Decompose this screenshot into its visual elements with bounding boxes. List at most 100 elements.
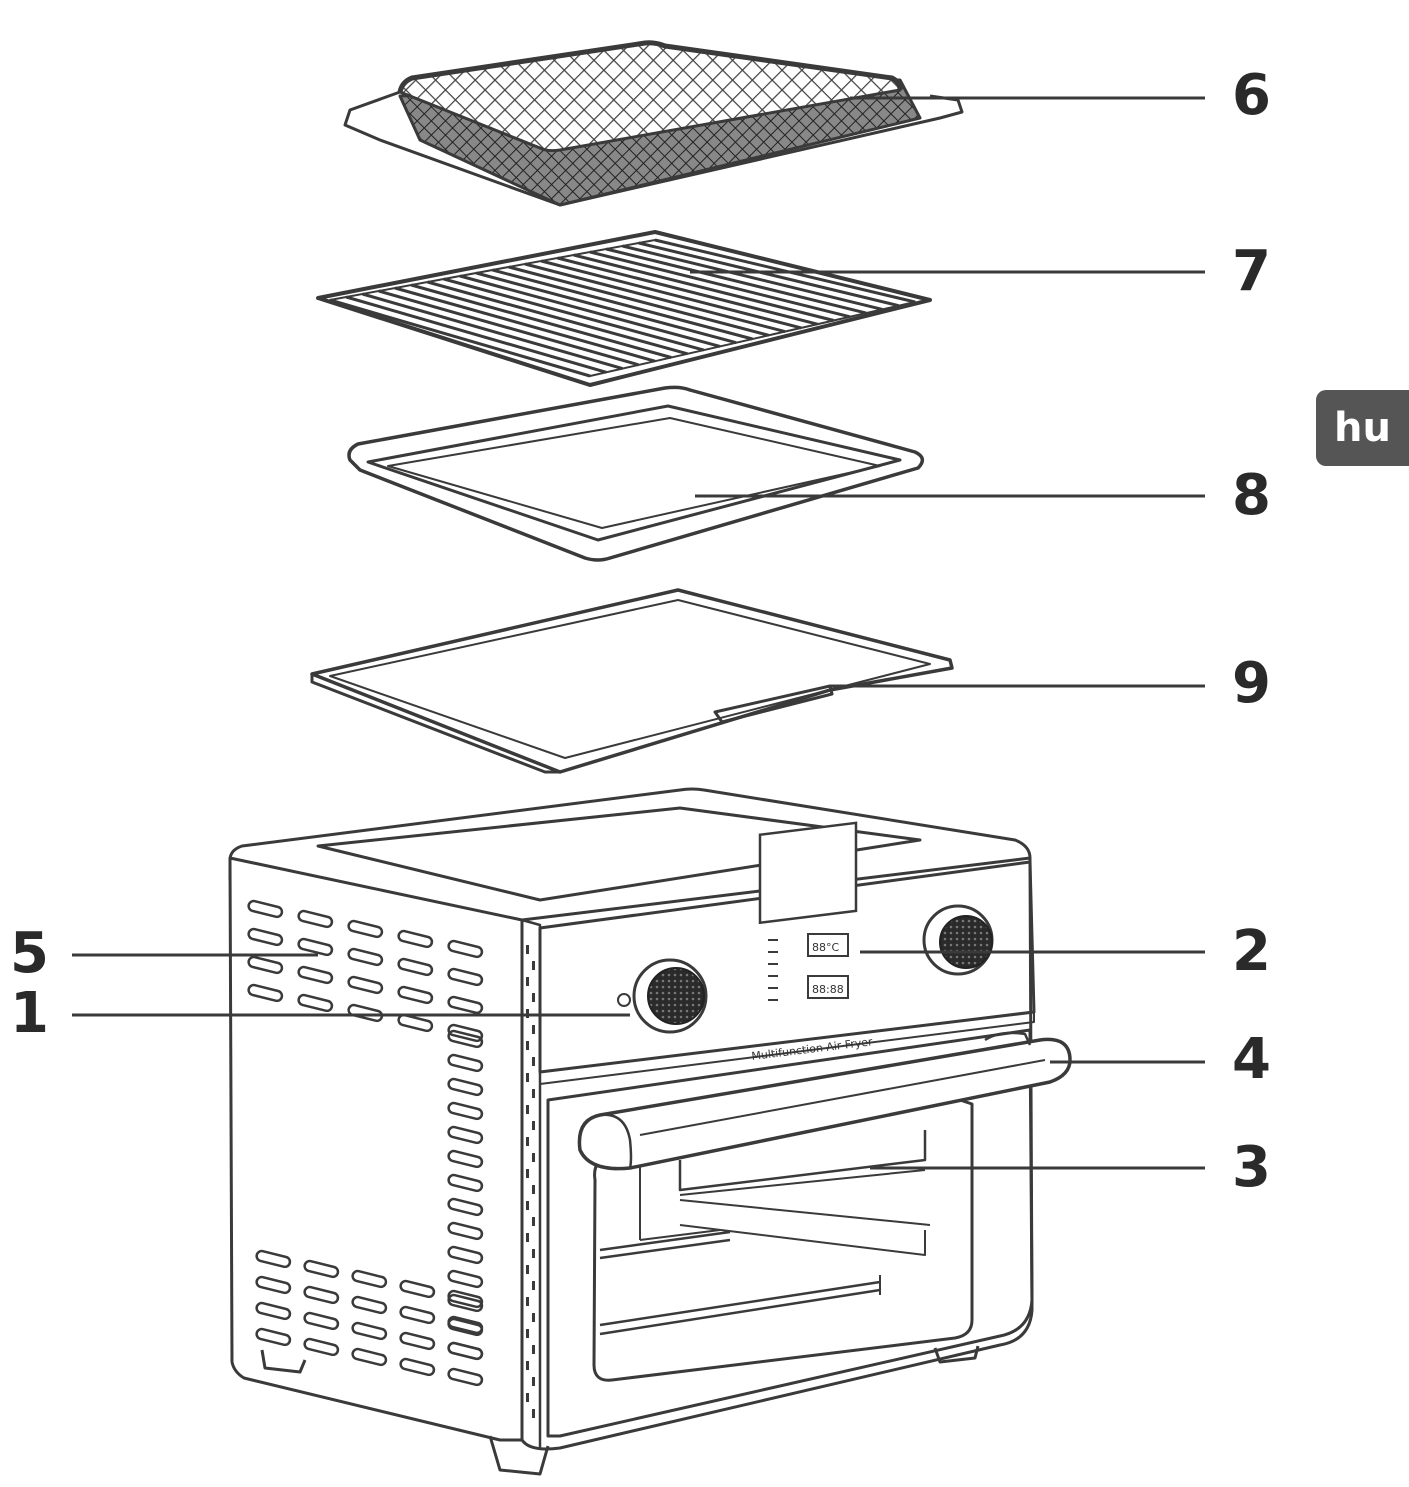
- rack-bar: [459, 274, 721, 348]
- part-temperature-knob: [617, 958, 708, 1034]
- vent-slot: [297, 965, 334, 985]
- front-edge-perforations: [526, 945, 535, 1418]
- part-baking-tray: [347, 385, 925, 562]
- edge-perforation: [532, 1057, 535, 1066]
- edge-perforation: [532, 1281, 535, 1290]
- callout-number-2: 2: [1232, 919, 1271, 984]
- vent-slot: [297, 909, 334, 929]
- callout-number-1: 1: [10, 981, 49, 1046]
- vent-slot: [351, 1347, 388, 1367]
- edge-perforation: [526, 1201, 529, 1210]
- vent-slot: [297, 993, 334, 1013]
- rack-bar: [540, 259, 802, 330]
- rack-bar: [362, 292, 623, 371]
- vent-slot: [447, 1173, 484, 1193]
- edge-perforation: [532, 1377, 535, 1386]
- edge-perforation: [526, 1041, 529, 1050]
- edge-perforation: [532, 961, 535, 970]
- callout-number-9: 9: [1232, 651, 1271, 716]
- display-digits-bottom: 88:88: [812, 983, 844, 996]
- rack-bar: [427, 280, 688, 356]
- edge-perforation: [532, 1313, 535, 1322]
- vent-slot: [351, 1295, 388, 1315]
- rack-bar: [378, 289, 640, 367]
- edge-perforation: [526, 1297, 529, 1306]
- vent-slot: [447, 1023, 484, 1043]
- vent-slot: [447, 1197, 484, 1217]
- vent-slot: [347, 975, 384, 995]
- vent-slot: [447, 1367, 484, 1387]
- vent-slot: [447, 1053, 484, 1073]
- rack-bars: [329, 238, 916, 378]
- vent-slot: [303, 1311, 340, 1331]
- edge-perforation: [526, 1393, 529, 1402]
- edge-perforation: [526, 1265, 529, 1274]
- rack-bar: [475, 271, 737, 345]
- vent-slot: [247, 955, 284, 975]
- callout-number-8: 8: [1232, 463, 1271, 528]
- vent-slot: [447, 1317, 484, 1337]
- edge-perforation: [526, 1169, 529, 1178]
- rack-bar: [524, 262, 786, 334]
- rack-bar: [557, 256, 818, 326]
- rack-bar: [329, 298, 591, 378]
- edge-perforation: [526, 1233, 529, 1242]
- vent-slot: [399, 1357, 436, 1377]
- rack-bar: [605, 247, 867, 315]
- part-crumb-tray: [310, 588, 954, 774]
- vent-slot: [297, 937, 334, 957]
- edge-perforation: [532, 1121, 535, 1130]
- vent-slot: [399, 1305, 436, 1325]
- rack-bar: [394, 286, 656, 363]
- part-wire-rack: [316, 230, 932, 387]
- vent-slot: [397, 985, 434, 1005]
- edge-perforation: [532, 1345, 535, 1354]
- edge-perforation: [532, 1153, 535, 1162]
- edge-perforation: [526, 1137, 529, 1146]
- vent-slot: [247, 927, 284, 947]
- vent-slot: [247, 983, 284, 1003]
- edge-perforation: [526, 1073, 529, 1082]
- edge-perforation: [532, 993, 535, 1002]
- language-tab[interactable]: hu: [1316, 390, 1409, 466]
- edge-perforation: [532, 1217, 535, 1226]
- vent-slot: [447, 939, 484, 959]
- callout-number-4: 4: [1232, 1027, 1271, 1092]
- vent-slot: [447, 967, 484, 987]
- vent-slot: [447, 1125, 484, 1145]
- rack-bar: [638, 241, 900, 308]
- edge-perforation: [526, 1329, 529, 1338]
- callout-number-5: 5: [10, 921, 49, 986]
- edge-perforation: [532, 1185, 535, 1194]
- vent-slot: [447, 1269, 484, 1289]
- vent-slot: [447, 1101, 484, 1121]
- rack-bar: [589, 250, 851, 319]
- part-mesh-basket: [343, 40, 964, 207]
- vent-slot: [447, 1221, 484, 1241]
- vent-slot: [447, 1245, 484, 1265]
- part-timer-knob: [922, 904, 994, 976]
- vent-slot: [303, 1285, 340, 1305]
- edge-perforation: [526, 977, 529, 986]
- vent-slot: [399, 1331, 436, 1351]
- rack-bar: [573, 253, 835, 322]
- callout-number-6: 6: [1232, 63, 1271, 128]
- callout-number-7: 7: [1232, 239, 1271, 304]
- rack-bar: [492, 268, 753, 341]
- rack-bar: [443, 277, 705, 352]
- vent-slot: [351, 1269, 388, 1289]
- vent-slot: [447, 1149, 484, 1169]
- vent-slot: [347, 1003, 384, 1023]
- vent-slot: [255, 1301, 292, 1321]
- vent-slot: [397, 1013, 434, 1033]
- edge-perforation: [532, 1089, 535, 1098]
- vent-slot: [397, 957, 434, 977]
- edge-perforation: [532, 1025, 535, 1034]
- vent-slot: [351, 1321, 388, 1341]
- vent-slot: [303, 1259, 340, 1279]
- vent-slot: [347, 919, 384, 939]
- vent-slot: [303, 1337, 340, 1357]
- callout-lines: [72, 96, 1205, 1170]
- vent-slot: [255, 1249, 292, 1269]
